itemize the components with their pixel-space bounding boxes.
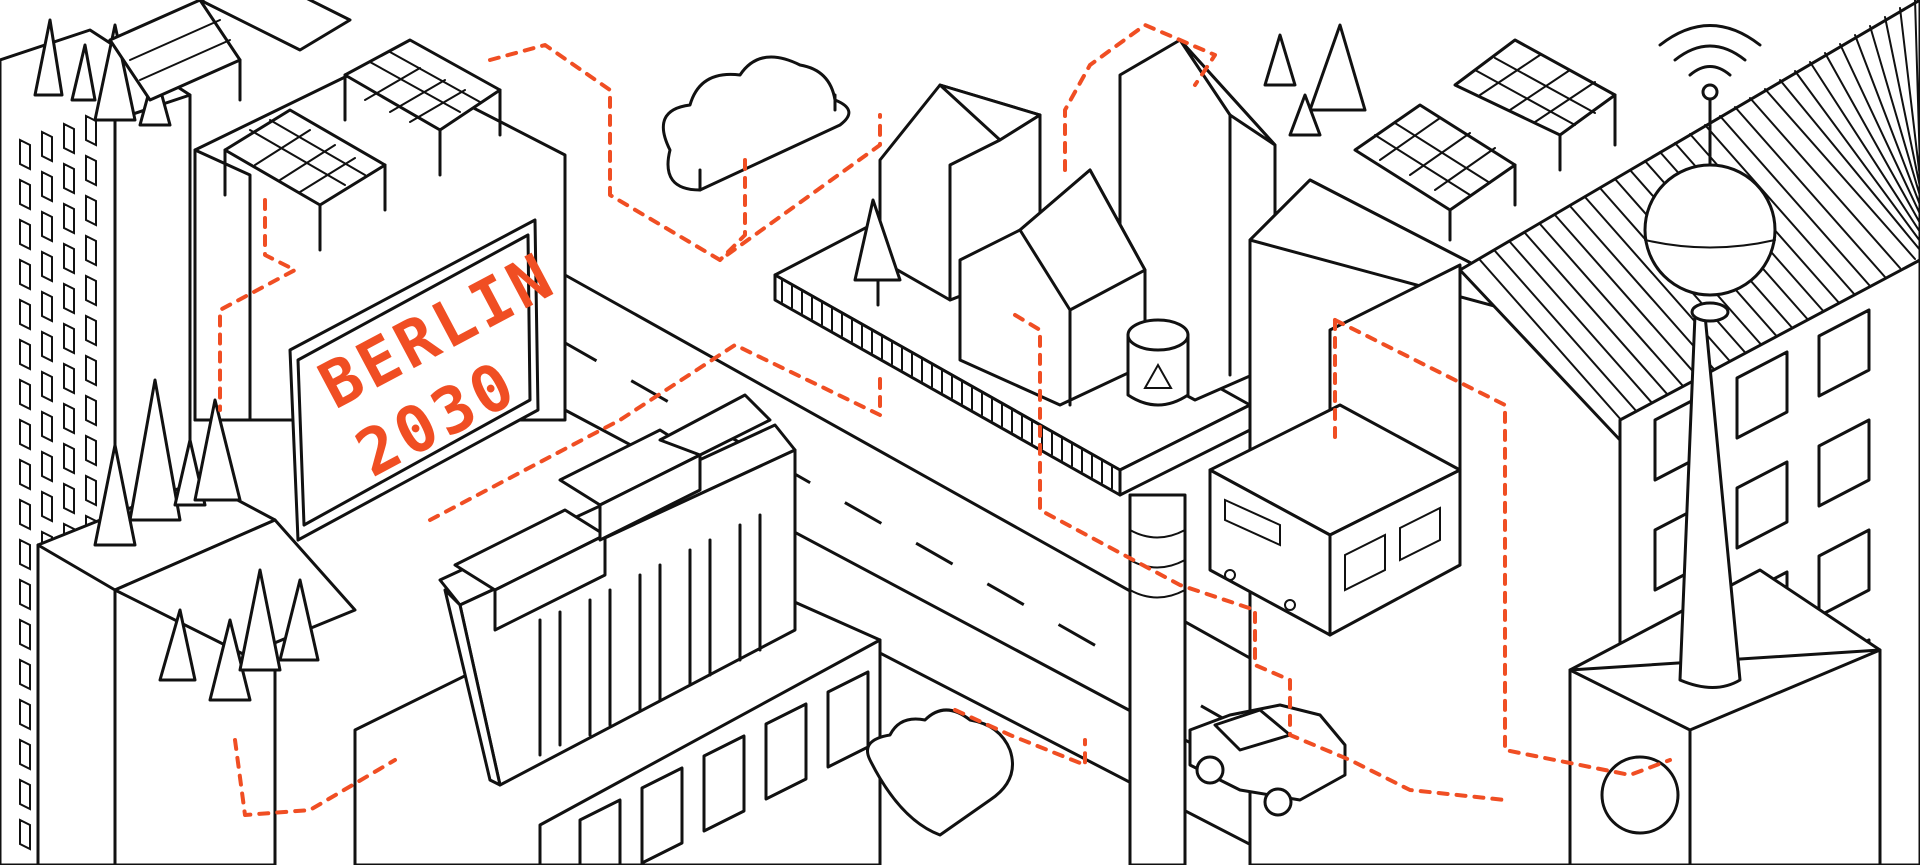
platform-houses	[853, 38, 1277, 407]
rooftop-trees-lower-left	[93, 378, 320, 702]
elevated-tram	[1208, 263, 1462, 637]
lower-left-tree-building	[36, 478, 357, 865]
solar-panels-left	[108, 0, 502, 252]
recycle-bin	[1126, 318, 1190, 407]
tv-tower	[1568, 83, 1882, 865]
wifi-signal-icon	[1658, 24, 1762, 77]
platform-ribs	[781, 278, 1113, 490]
rooftop-trees-upper-right	[1263, 23, 1367, 137]
recycle-icon	[1143, 362, 1173, 389]
cloud-upper	[661, 55, 851, 192]
cloud-lower	[866, 708, 1014, 837]
billboard: BERLIN 2030	[288, 218, 568, 542]
solar-panels-right	[1353, 38, 1617, 242]
data-network-lines	[218, 23, 1672, 817]
brandenburg-gate	[438, 393, 797, 787]
gate-base-windows	[578, 670, 870, 865]
